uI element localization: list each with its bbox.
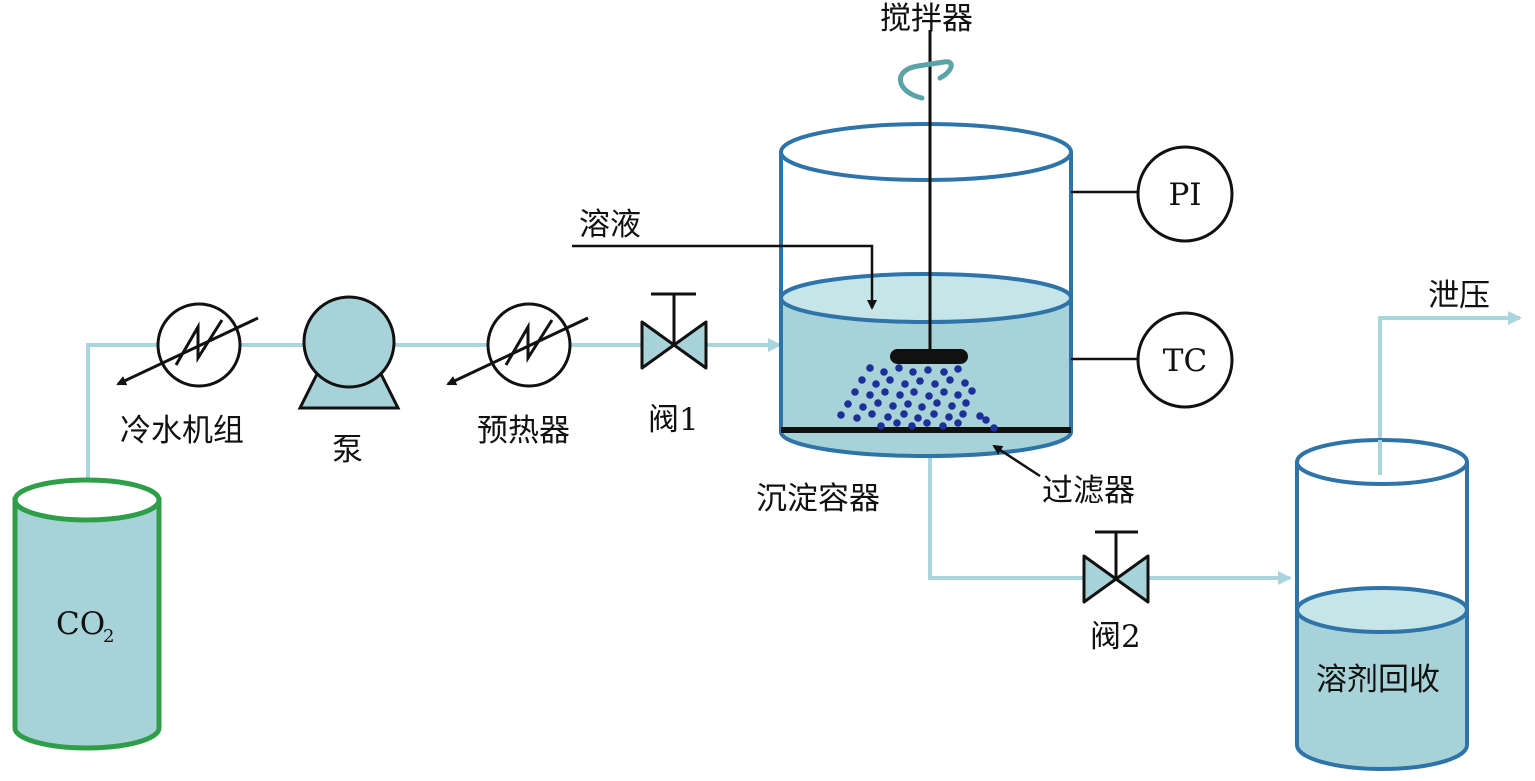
particle [959, 410, 967, 418]
particle [884, 413, 892, 421]
particle [896, 391, 904, 399]
particle [914, 414, 922, 422]
particle [946, 376, 954, 384]
particle [851, 388, 859, 396]
particle [877, 422, 885, 430]
pi-label: PI [1168, 177, 1201, 213]
stirrer-label: 搅拌器 [880, 1, 973, 37]
co2-label: CO [56, 606, 105, 642]
particle [904, 400, 912, 408]
particle [990, 424, 998, 432]
particle [895, 364, 903, 372]
particle [961, 379, 969, 387]
particle [868, 410, 876, 418]
particle [889, 402, 897, 410]
particle [940, 388, 948, 396]
particle [866, 391, 874, 399]
valve2-label: 阀2 [1090, 619, 1141, 655]
pressure-indicator [1136, 145, 1234, 243]
preheater-heat-exchanger-icon [446, 302, 589, 388]
particle [901, 380, 909, 388]
particle [945, 413, 953, 421]
vent-label: 泄压 [1428, 278, 1490, 314]
co2-subscript: 2 [103, 626, 114, 647]
particle [918, 403, 926, 411]
particle [872, 380, 880, 388]
solvent-recovery-tank [1295, 438, 1469, 771]
particle [886, 376, 894, 384]
particle [874, 399, 882, 407]
tc-label: TC [1163, 343, 1207, 379]
chiller-heat-exchanger-icon [116, 302, 259, 388]
precipitation-vessel [779, 122, 1073, 458]
filter-label: 过滤器 [1042, 473, 1135, 509]
valve1-label: 阀1 [648, 402, 699, 438]
particle [909, 368, 917, 376]
particle [853, 414, 861, 422]
solution-feed-line [572, 244, 877, 310]
particle [858, 376, 866, 384]
particle [923, 419, 931, 427]
pump-icon [297, 295, 401, 410]
pipe-vessel-outlet-to-valve2 [928, 455, 1084, 580]
pipe-co2-to-chiller [86, 343, 158, 480]
particle [982, 416, 990, 424]
particle [910, 388, 918, 396]
particle [908, 422, 916, 430]
piping [86, 311, 1522, 585]
recovery-label: 溶剂回收 [1316, 662, 1440, 698]
vessel-label: 沉淀容器 [756, 481, 880, 517]
particle [900, 410, 908, 418]
particle [962, 399, 970, 407]
particle [954, 419, 962, 427]
temperature-controller [1136, 311, 1234, 409]
particle [916, 377, 924, 385]
particle [881, 388, 889, 396]
particle [948, 402, 956, 410]
pump-label: 泵 [332, 432, 363, 468]
particle [931, 380, 939, 388]
particle [925, 392, 933, 400]
particle [954, 391, 962, 399]
particle [893, 419, 901, 427]
particle [866, 364, 874, 372]
valve2-icon [1082, 530, 1150, 604]
particle [924, 366, 932, 374]
particle [968, 387, 976, 395]
valve1-icon [640, 292, 708, 370]
filter-pointer [992, 444, 1041, 478]
particle [976, 412, 984, 420]
particle [954, 365, 962, 373]
particle [933, 399, 941, 407]
particle [859, 403, 867, 411]
precipitate-particles [837, 364, 998, 432]
particle [880, 368, 888, 376]
particle [930, 410, 938, 418]
preheater-label: 预热器 [477, 413, 570, 449]
stirrer-icon [890, 30, 968, 364]
particle [837, 411, 845, 419]
particle [939, 422, 947, 430]
solution-label: 溶液 [579, 207, 641, 243]
co2-cylinder: CO 2 [12, 477, 162, 751]
particle [844, 400, 852, 408]
particle [940, 368, 948, 376]
pipe-vent [1378, 311, 1522, 475]
chiller-label: 冷水机组 [120, 413, 244, 449]
